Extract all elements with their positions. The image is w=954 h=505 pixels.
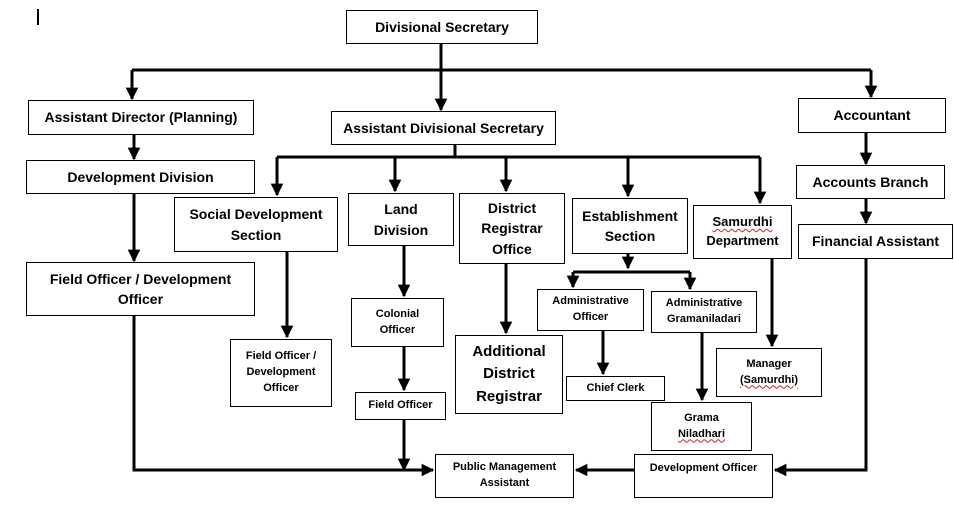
box-divisional-secretary: Divisional Secretary (346, 10, 538, 44)
box-field-officer-development-officer-mid: Field Officer / Development Officer (230, 339, 332, 407)
box-financial-assistant: Financial Assistant (798, 224, 953, 259)
samurdhi-word: Samurdhi (712, 214, 773, 230)
text-cursor (37, 9, 39, 25)
box-accounts-branch: Accounts Branch (796, 165, 945, 199)
box-chief-clerk: Chief Clerk (566, 376, 665, 401)
box-colonial-officer: Colonial Officer (351, 298, 444, 347)
box-development-officer: Development Officer (634, 454, 773, 498)
box-additional-district-registrar: Additional District Registrar (455, 335, 563, 414)
box-district-registrar-office: District Registrar Office (459, 193, 565, 264)
box-administrative-gramaniladari: Administrative Gramaniladari (651, 291, 757, 333)
niladhari-word: Niladhari (677, 427, 726, 440)
box-assistant-divisional-secretary: Assistant Divisional Secretary (331, 111, 556, 145)
box-land-division: Land Division (348, 193, 454, 246)
box-grama-niladhari: Grama Niladhari (651, 402, 752, 451)
box-samurdhi-department: Samurdhi Department (693, 205, 792, 259)
box-field-officer-development-officer-left: Field Officer / Development Officer (26, 262, 255, 316)
box-administrative-officer: Administrative Officer (537, 289, 644, 331)
box-public-management-assistant: Public Management Assistant (435, 454, 574, 498)
box-accountant: Accountant (798, 98, 946, 133)
box-assistant-director-planning: Assistant Director (Planning) (28, 100, 254, 135)
box-field-officer: Field Officer (355, 392, 446, 420)
box-establishment-section: Establishment Section (572, 198, 688, 254)
box-social-development-section: Social Development Section (174, 197, 338, 252)
box-development-division: Development Division (26, 160, 255, 194)
samurdhi-word: (Samurdhi) (739, 373, 799, 386)
box-manager-samurdhi: Manager (Samurdhi) (716, 348, 822, 397)
